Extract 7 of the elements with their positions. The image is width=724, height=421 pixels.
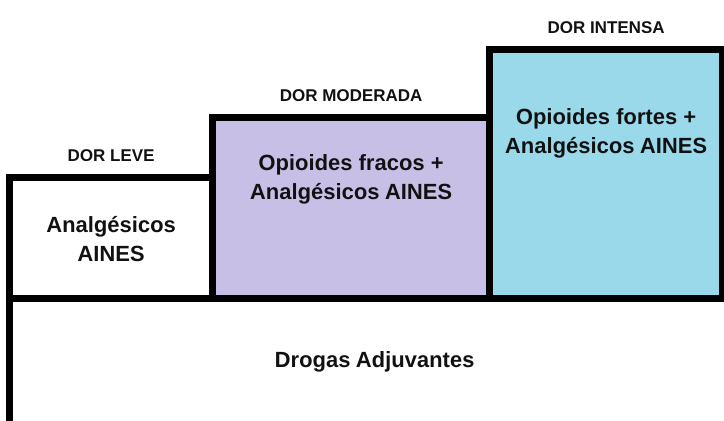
step-heading: DOR LEVE bbox=[66, 146, 156, 166]
band-text: Drogas Adjuvantes bbox=[274, 346, 474, 374]
step-heading: DOR MODERADA bbox=[278, 86, 424, 106]
step-text: Opioides fracos + Analgésicos AINES bbox=[248, 149, 454, 206]
step-heading: DOR INTENSA bbox=[546, 18, 666, 38]
step-text: Opioides fortes + Analgésicos AINES bbox=[504, 103, 708, 160]
step-text: Analgésicos AINES bbox=[45, 211, 177, 268]
